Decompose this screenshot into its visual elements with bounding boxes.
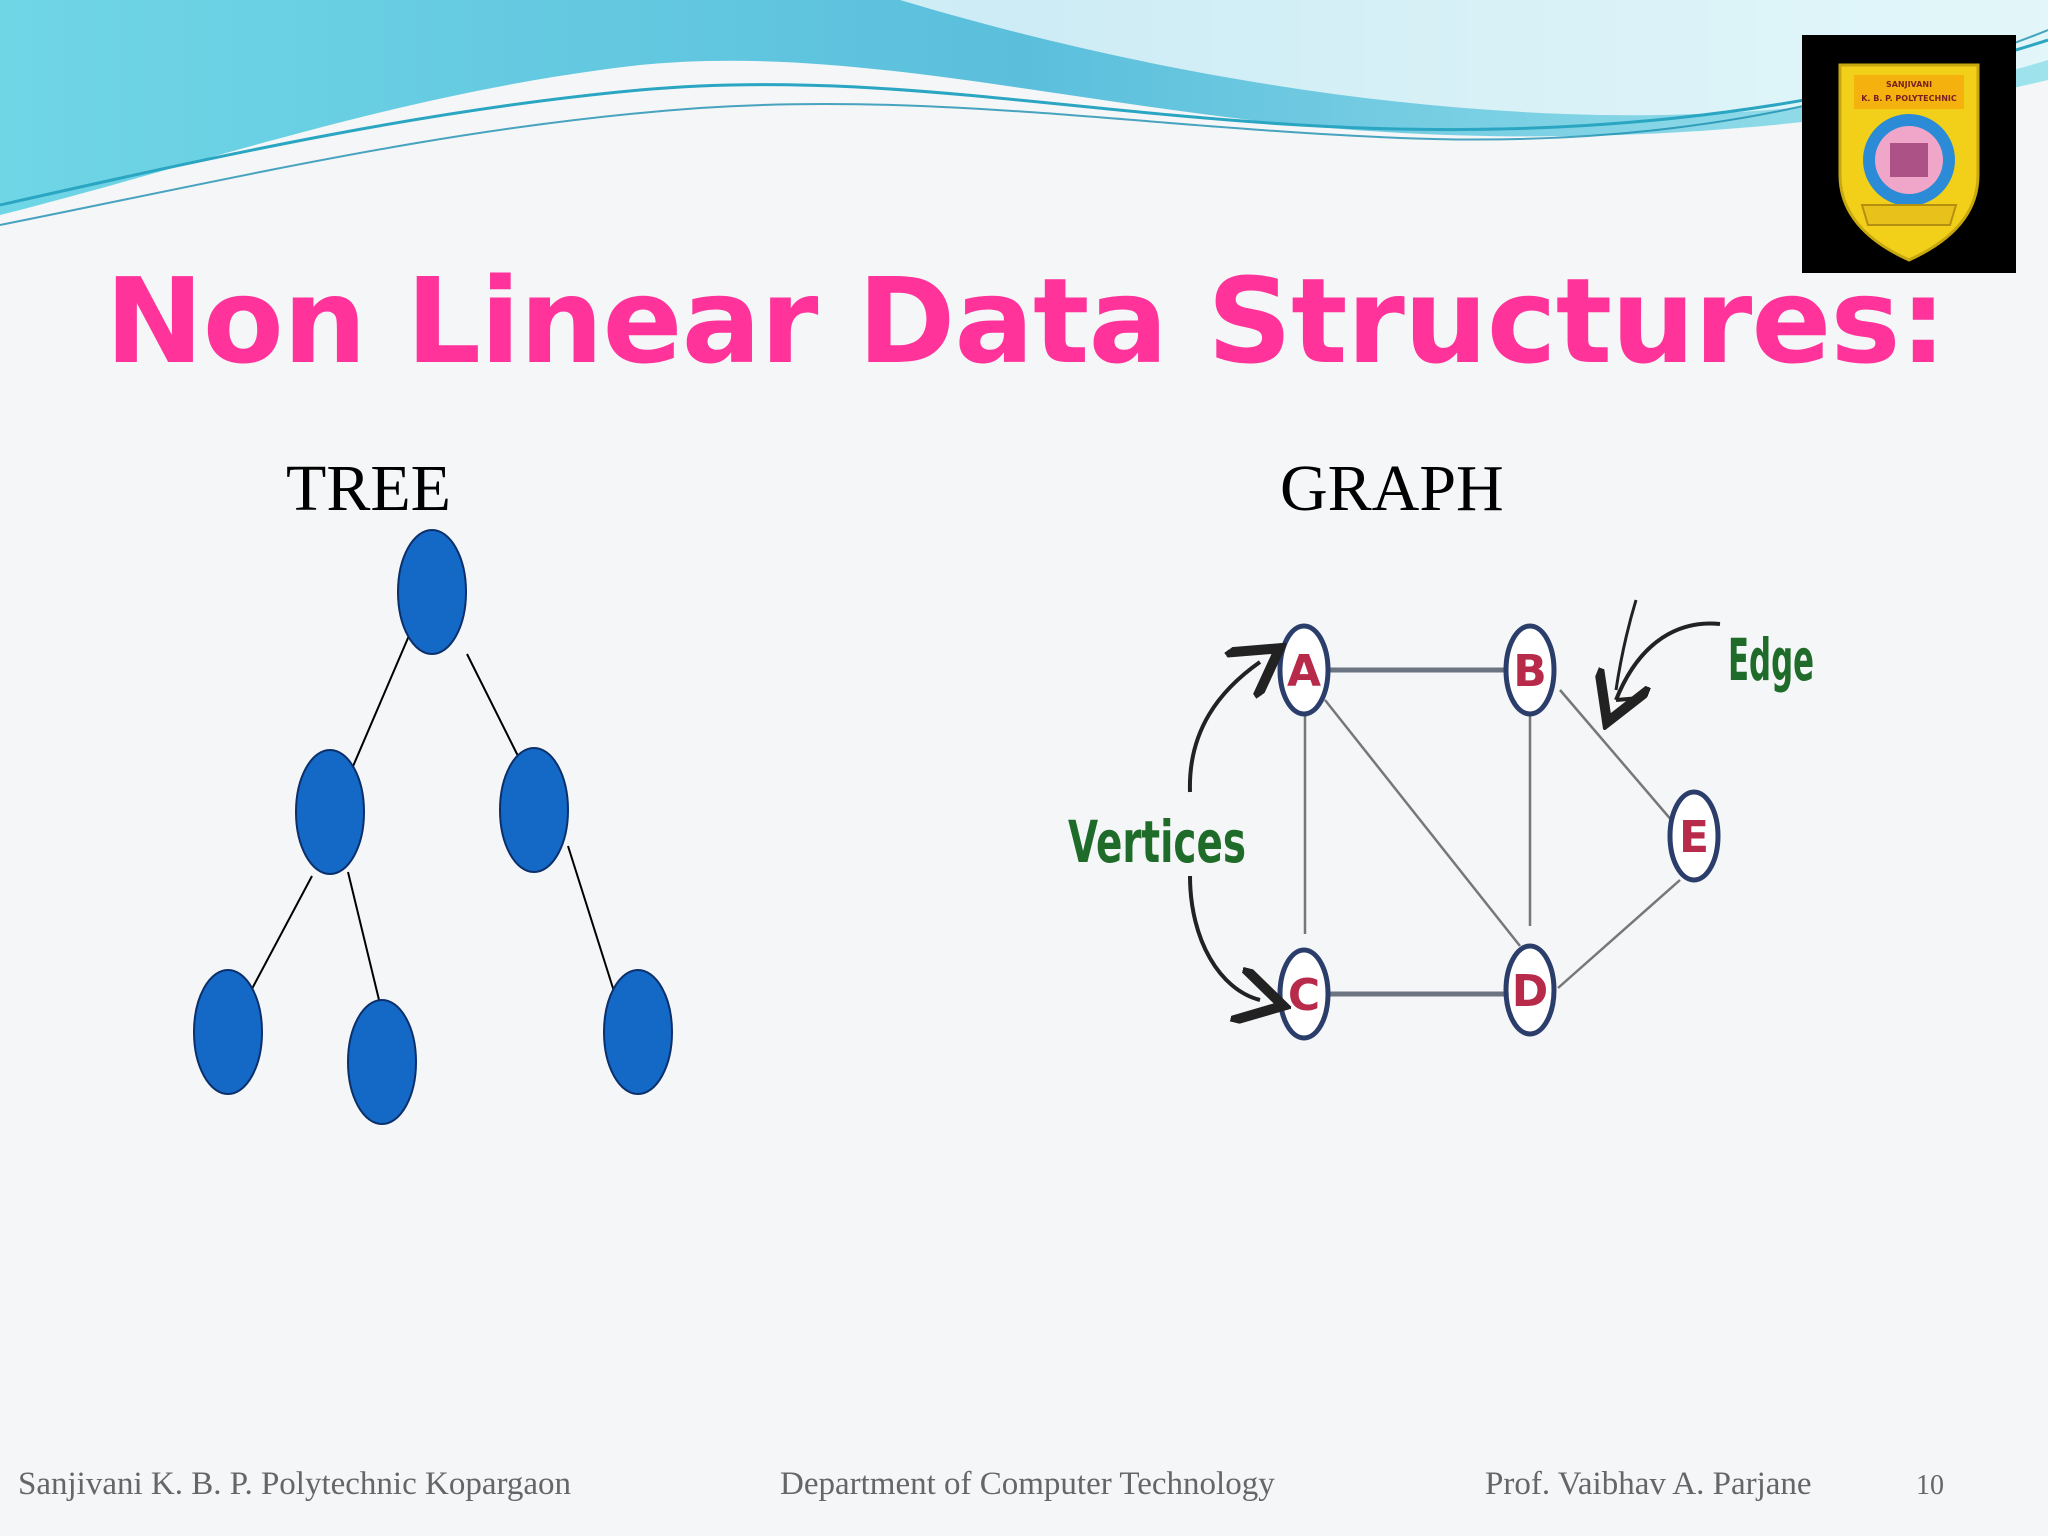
graph-vertex-label-e: E: [1679, 812, 1709, 863]
tree-node-left-left-leaf: [194, 970, 262, 1094]
vertices-arrow-down-icon: [1190, 876, 1260, 1000]
slide-title: Non Linear Data Structures:: [105, 262, 1805, 380]
footer-institute: Sanjivani K. B. P. Polytechnic Kopargaon: [18, 1468, 571, 1501]
tree-edge: [246, 876, 312, 1000]
institute-logo: SANJIVANI K. B. P. POLYTECHNIC: [1802, 35, 2016, 273]
tree-edge: [568, 846, 618, 1004]
logo-sub-text: K. B. P. POLYTECHNIC: [1861, 94, 1957, 103]
graph-vertex-label-c: C: [1288, 970, 1320, 1021]
edge-annotation: Edge: [1728, 626, 1814, 694]
tree-edge: [467, 654, 518, 756]
graph-vertex-label-b: B: [1513, 646, 1547, 697]
graph-vertex-label-d: D: [1512, 966, 1549, 1017]
tree-diagram: [180, 520, 700, 1140]
logo-top-text: SANJIVANI: [1886, 80, 1932, 89]
graph-edge-a-d: [1325, 700, 1520, 946]
tree-edge: [348, 872, 380, 1004]
edge-arrow-icon: [1616, 624, 1720, 700]
logo-crest-icon: SANJIVANI K. B. P. POLYTECHNIC: [1802, 35, 2016, 273]
tree-node-right-child: [500, 748, 568, 872]
tree-label: TREE: [286, 456, 451, 522]
tree-node-left-child: [296, 750, 364, 874]
tree-node-right-right-leaf: [604, 970, 672, 1094]
vertices-arrow-up-icon: [1190, 662, 1260, 792]
footer-author: Prof. Vaibhav A. Parjane: [1485, 1468, 1812, 1501]
footer-department: Department of Computer Technology: [780, 1468, 1275, 1501]
graph-label: GRAPH: [1280, 456, 1504, 522]
graph-edge-d-e: [1558, 880, 1680, 988]
page-number: 10: [1916, 1472, 1944, 1500]
tree-node-left-right-leaf: [348, 1000, 416, 1124]
tree-edge: [348, 624, 414, 778]
tree-node-root: [398, 530, 466, 654]
header-wave-decoration: [0, 0, 2048, 240]
vertices-annotation: Vertices: [1068, 808, 1246, 876]
graph-edge-b-e: [1560, 690, 1673, 822]
graph-vertex-label-a: A: [1287, 646, 1321, 697]
graph-diagram: A B C D E Vertices Edge: [1040, 580, 1880, 1080]
